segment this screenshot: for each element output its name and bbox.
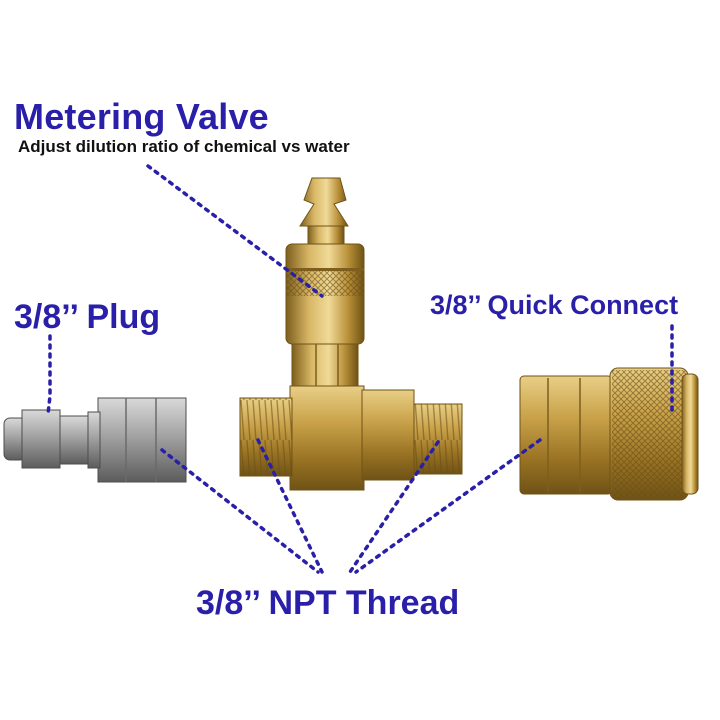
metering-valve-leader — [146, 164, 324, 298]
brass-quick-connect-coupler — [519, 367, 699, 501]
metering-valve-tee — [239, 177, 463, 491]
plug-label: 3/8’’ Plug — [14, 298, 161, 336]
npt-leader-4 — [354, 438, 542, 574]
plug-leader — [46, 334, 52, 416]
npt-leader-1 — [160, 448, 320, 574]
npt-thread-label: 3/8’’ NPT Thread — [196, 584, 460, 622]
metering-valve-subtitle: Adjust dilution ratio of chemical vs wat… — [18, 137, 350, 156]
quick-connect-label: 3/8’’ Quick Connect — [430, 290, 679, 320]
stainless-plug — [3, 397, 187, 483]
metering-valve-title: Metering Valve — [14, 96, 269, 137]
npt-leader-3 — [348, 440, 440, 574]
npt-leader-2 — [256, 438, 324, 574]
leader-lines — [46, 164, 674, 574]
